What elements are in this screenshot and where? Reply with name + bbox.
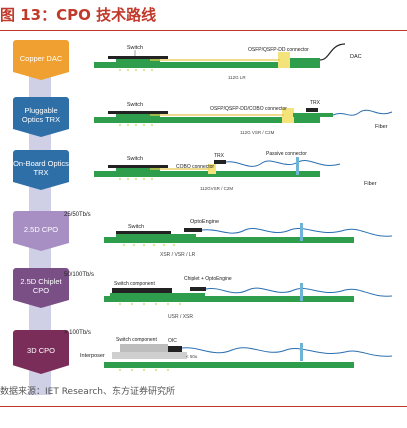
fiber [181, 347, 346, 354]
fiber [201, 228, 346, 234]
oic [168, 346, 182, 352]
trx-label: TRX [310, 100, 321, 106]
stage-2-5d-cpo: 2.5D CPO [13, 211, 69, 251]
panel-pluggable-optics: Switch OSFP/QSFP-DD/COBO connector TRX 1… [94, 100, 393, 135]
stage-2-5d-chiplet-cpo: 2.5D Chiplet CPO [13, 268, 69, 308]
switch-chip [108, 56, 168, 59]
connector [282, 108, 294, 123]
passive-connector [296, 157, 299, 175]
switch-label: Switch component [114, 281, 155, 287]
pcb-board [94, 117, 320, 123]
panel-2-5d-chiplet-cpo: 50/100Tb/s Switch component Chiplet + Op… [64, 272, 393, 320]
switch-chip [116, 231, 171, 234]
pcb-board [104, 296, 354, 302]
pcb-board [104, 362, 354, 368]
trx-label: TRX [214, 153, 225, 159]
fiber [205, 287, 346, 294]
interposer-label: Interposer [80, 353, 105, 359]
panel-copper-dac: Switch OSFP/QSFP-DD connector DAC 112G L… [94, 43, 362, 80]
switch-chip [108, 165, 168, 168]
distance-label: < 50u [186, 354, 198, 359]
trx-module [214, 160, 226, 164]
stage-label: 2.5D CPO [23, 224, 59, 234]
switch-label: Switch [127, 45, 143, 51]
panel-on-board-optics: Switch COBO connector TRX Passive connec… [94, 151, 377, 191]
stage-on-board-optics: On-Board Optics TRX [13, 150, 69, 190]
pcb-board [94, 171, 320, 177]
fiber [332, 109, 393, 116]
stage-label: Copper DAC [19, 53, 63, 63]
switch-component [112, 288, 172, 293]
stage-label: On-Board Optics TRX [13, 159, 69, 177]
pcb-board [94, 62, 320, 68]
optoengine-label: OptoEngine [190, 219, 219, 225]
link-label: 112G LR [228, 75, 246, 80]
cobo-label: COBO connector [176, 164, 214, 170]
stage-label: 2.5D Chiplet CPO [20, 277, 62, 295]
optoengine [190, 287, 206, 291]
rate-label: 25/50Tb/s [64, 212, 91, 218]
fiber [225, 160, 341, 167]
switch-label: Switch component [116, 337, 157, 343]
passive-label: Passive connector [266, 151, 307, 157]
connector-label: OSFP/QSFP-DD connector [248, 47, 309, 53]
bottom-rule [0, 406, 407, 407]
link-label: 112GVSR / C2M [200, 186, 233, 191]
switch-label: Switch [127, 102, 143, 108]
link-label: USR / XSR [168, 314, 193, 320]
rate-label: > 100Tb/s [64, 330, 91, 336]
switch-label: Switch [128, 224, 144, 230]
rate-label: 50/100Tb/s [64, 272, 94, 278]
dac-cable [319, 43, 346, 61]
stage-pluggable-optics: Pluggable Optics TRX [13, 97, 69, 137]
stage-label: Pluggable Optics TRX [21, 106, 61, 124]
fiber-label: Fiber [375, 124, 388, 130]
source-note: 数据来源：IET Research、东方证券研究所 [0, 387, 175, 397]
cobo-connector [208, 164, 216, 174]
stage-3d-cpo: 3D CPO [13, 330, 69, 374]
link-label: 112G VSR / C2M [240, 130, 275, 135]
switch-chip [108, 111, 168, 114]
interposer [112, 352, 187, 359]
switch-component [120, 344, 168, 352]
optoengine [184, 228, 202, 232]
dac-label: DAC [350, 54, 362, 60]
trx-module [306, 108, 318, 112]
stage-copper-dac: Copper DAC [13, 40, 69, 80]
oic-label: OIC [168, 338, 177, 344]
panel-3d-cpo: > 100Tb/s Switch component Interposer OI… [64, 330, 393, 372]
stage-label: 3D CPO [27, 345, 55, 355]
osfp-connector [278, 52, 290, 68]
fiber-label: Fiber [364, 181, 377, 187]
figure-title: 图 13：CPO 技术路线 [0, 6, 157, 24]
pcb-board [104, 237, 354, 243]
panel-2-5d-cpo: 25/50Tb/s Switch OptoEngine XSR / VSR / … [64, 212, 393, 258]
switch-label: Switch [127, 156, 143, 162]
connector-label: OSFP/QSFP-DD/COBO connector [210, 106, 287, 112]
link-label: XSR / VSR / LR [160, 252, 196, 258]
title-rule [0, 30, 407, 31]
optoengine-label: Chiplet + OptoEngine [184, 276, 232, 282]
